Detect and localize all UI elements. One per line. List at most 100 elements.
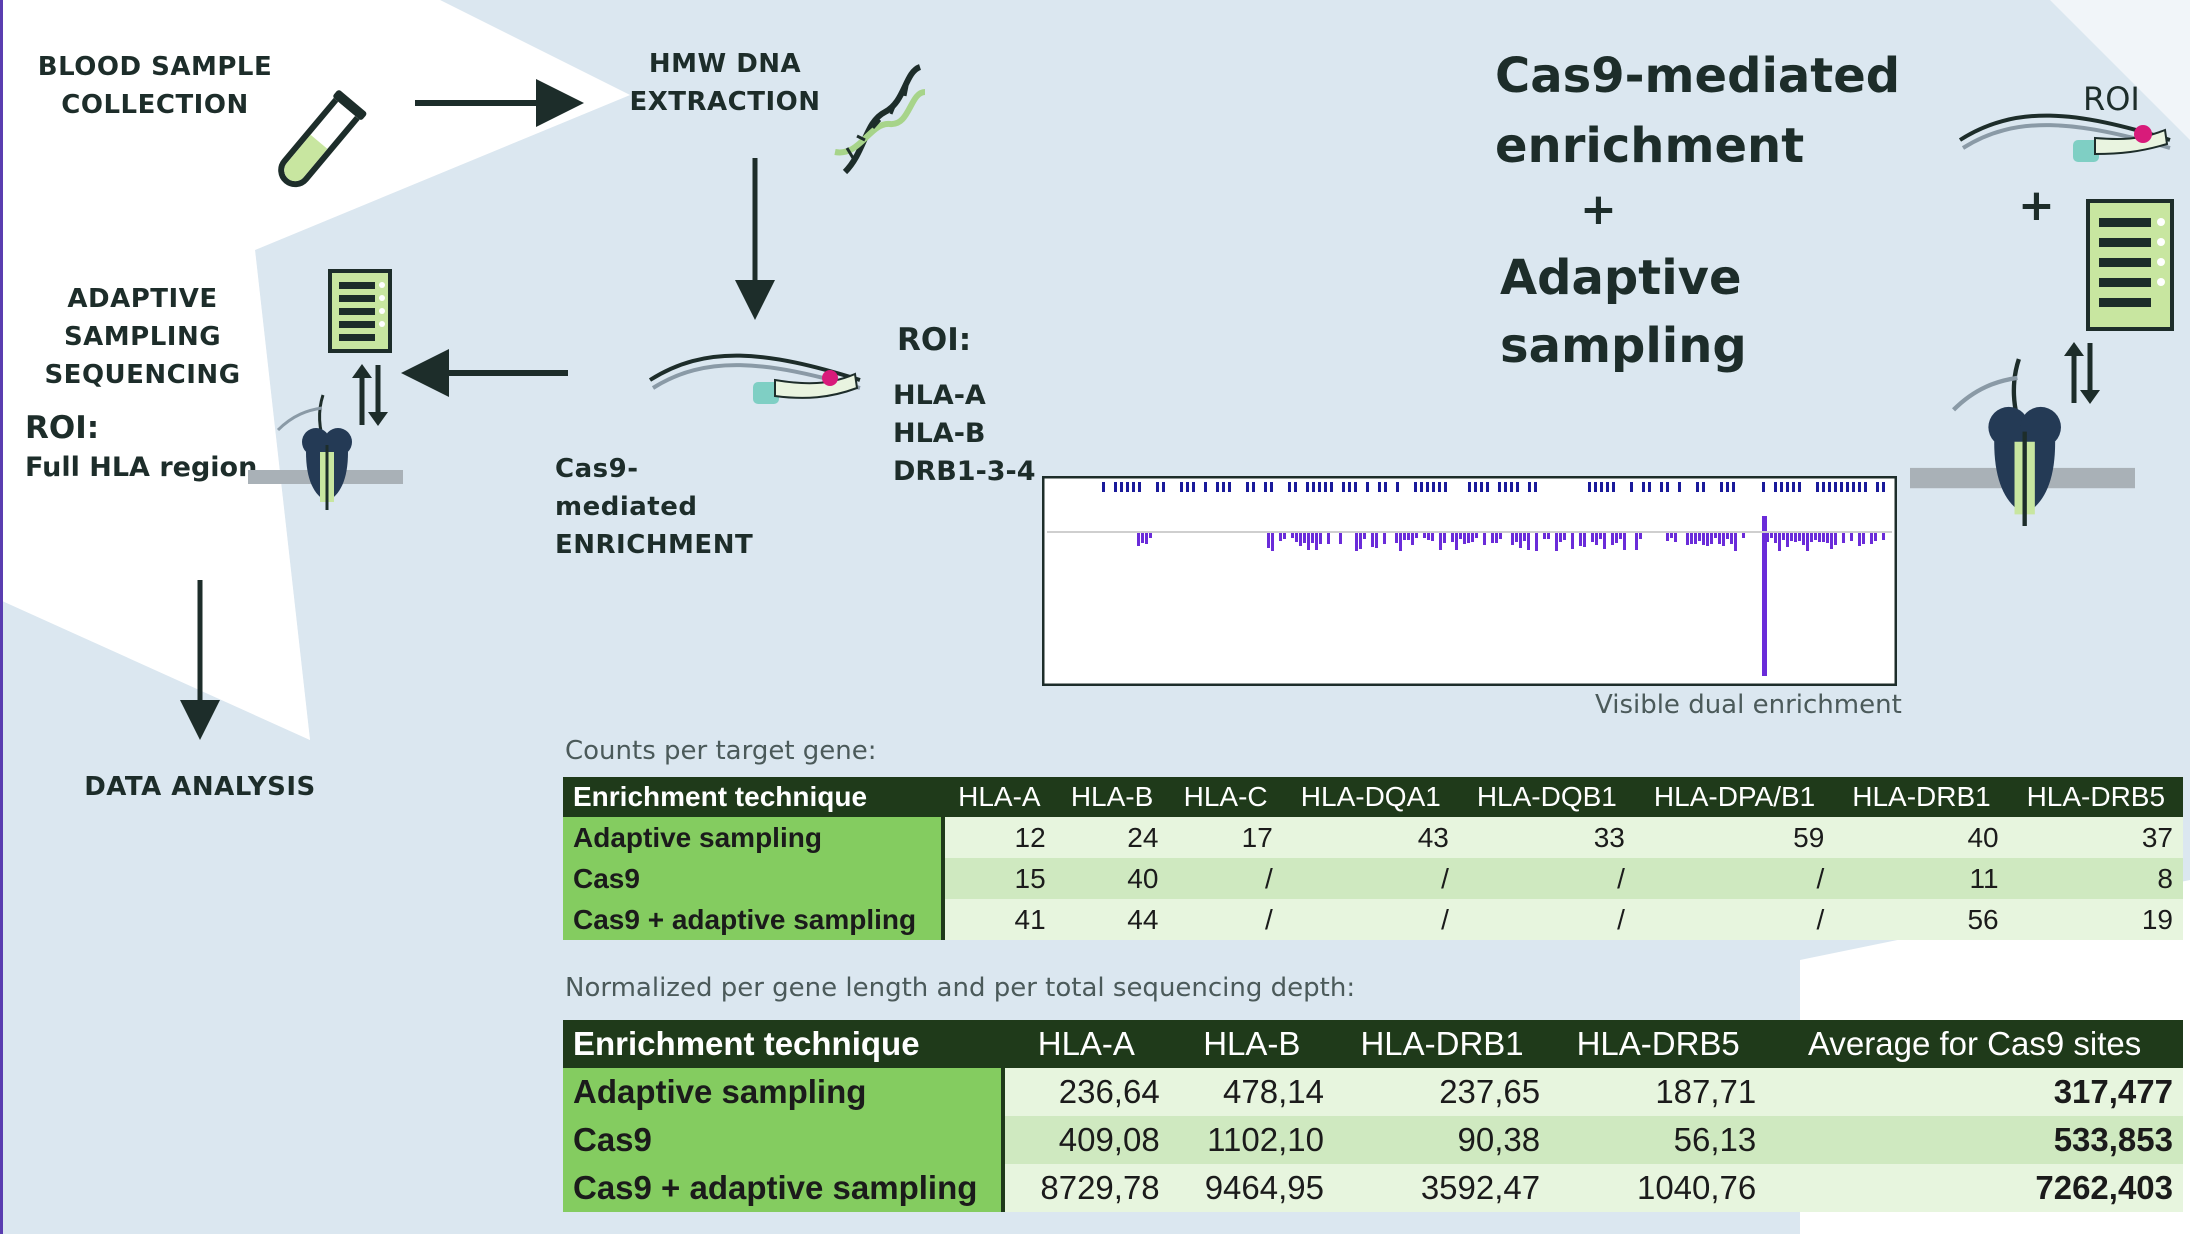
igv-coverage-mark bbox=[1714, 532, 1717, 538]
igv-ruler-tick bbox=[1648, 482, 1651, 492]
igv-coverage-mark bbox=[1523, 532, 1526, 541]
igv-ruler-tick bbox=[1216, 482, 1219, 492]
table-cell: 59 bbox=[1634, 817, 1835, 858]
igv-ruler-tick bbox=[1246, 482, 1249, 492]
igv-coverage-mark bbox=[1718, 532, 1721, 544]
nanopore-icon bbox=[248, 394, 403, 510]
igv-coverage-mark bbox=[1798, 532, 1801, 541]
igv-ruler-tick bbox=[1192, 482, 1195, 492]
table-row: Adaptive sampling 236,64 478,14 237,65 1… bbox=[563, 1068, 2183, 1116]
igv-coverage-mark bbox=[1555, 532, 1558, 551]
igv-ruler-tick bbox=[1396, 482, 1399, 492]
table-row: Cas9 + adaptive sampling 41 44 / / / / 5… bbox=[563, 899, 2183, 940]
igv-coverage-mark bbox=[1443, 532, 1446, 543]
igv-coverage-mark bbox=[1515, 532, 1518, 542]
igv-coverage-mark bbox=[1339, 532, 1342, 544]
table1-label: Counts per target gene: bbox=[565, 736, 877, 766]
igv-coverage-mark bbox=[1770, 532, 1773, 538]
table-cell: 8729,78 bbox=[1003, 1164, 1170, 1212]
igv-coverage-mark bbox=[1499, 532, 1502, 539]
combo-plus: + bbox=[1580, 184, 1617, 235]
table-cell: 15 bbox=[943, 858, 1056, 899]
igv-coverage-mark bbox=[1395, 532, 1398, 543]
table-cell: 56,13 bbox=[1550, 1116, 1767, 1164]
igv-coverage-mark bbox=[1591, 532, 1594, 542]
igv-ruler-tick bbox=[1786, 482, 1789, 492]
igv-coverage-mark bbox=[1475, 532, 1478, 538]
igv-ruler-tick bbox=[1588, 482, 1591, 492]
table-cell: 236,64 bbox=[1003, 1068, 1170, 1116]
igv-coverage-mark bbox=[1149, 532, 1152, 538]
igv-ruler-tick bbox=[1102, 482, 1105, 492]
igv-ruler-tick bbox=[1864, 482, 1867, 492]
igv-coverage-mark bbox=[1862, 532, 1865, 544]
igv-ruler-tick bbox=[1528, 482, 1531, 492]
igv-ruler-tick bbox=[1414, 482, 1417, 492]
igv-ruler-tick bbox=[1480, 482, 1483, 492]
header-cell: HLA-C bbox=[1168, 777, 1283, 817]
igv-ruler-tick bbox=[1378, 482, 1381, 492]
header-cell: HLA-DRB5 bbox=[2008, 777, 2183, 817]
step-adaptive-sampling: ADAPTIVE SAMPLING SEQUENCING bbox=[44, 284, 241, 390]
igv-ruler-tick bbox=[1678, 482, 1681, 492]
igv-ruler-tick bbox=[1288, 482, 1291, 492]
table-cell: 17 bbox=[1168, 817, 1283, 858]
igv-coverage-mark bbox=[1137, 532, 1140, 546]
roi-gene: HLA-B bbox=[893, 418, 986, 449]
igv-coverage-image bbox=[1042, 476, 1897, 686]
igv-coverage-mark bbox=[1734, 532, 1737, 551]
igv-coverage-mark bbox=[1371, 532, 1374, 547]
igv-coverage-mark bbox=[1571, 532, 1574, 549]
igv-coverage-mark bbox=[1375, 532, 1378, 548]
table-row: Cas9 409,08 1102,10 90,38 56,13 533,853 bbox=[563, 1116, 2183, 1164]
roi-left-title: ROI: bbox=[25, 410, 100, 446]
igv-coverage-mark bbox=[1511, 532, 1514, 545]
table-cell: 187,71 bbox=[1550, 1068, 1767, 1116]
table-cell: 44 bbox=[1055, 899, 1169, 940]
igv-coverage-mark bbox=[1427, 532, 1430, 540]
igv-coverage-mark bbox=[1583, 532, 1586, 547]
igv-coverage-mark bbox=[1603, 532, 1606, 549]
igv-ruler-tick bbox=[1504, 482, 1507, 492]
igv-ruler-tick bbox=[1156, 482, 1159, 492]
step-data-analysis: DATA ANALYSIS bbox=[84, 772, 316, 802]
igv-ruler-tick bbox=[1852, 482, 1855, 492]
test-tube-icon bbox=[278, 90, 367, 188]
igv-ruler-tick bbox=[1474, 482, 1477, 492]
table-cell: 12 bbox=[943, 817, 1056, 858]
igv-ruler-tick bbox=[1162, 482, 1165, 492]
igv-ruler-tick bbox=[1420, 482, 1423, 492]
header-cell: HLA-DRB5 bbox=[1550, 1020, 1767, 1068]
igv-coverage-mark bbox=[1686, 532, 1689, 545]
igv-coverage-mark bbox=[1519, 532, 1522, 548]
table-cell: 40 bbox=[1834, 817, 2009, 858]
igv-coverage-mark bbox=[1818, 532, 1821, 542]
igv-coverage-mark bbox=[1639, 532, 1642, 539]
igv-ruler-tick bbox=[1270, 482, 1273, 492]
table-cell: 409,08 bbox=[1003, 1116, 1170, 1164]
igv-ruler-tick bbox=[1426, 482, 1429, 492]
header-cell: HLA-DPA/B1 bbox=[1634, 777, 1835, 817]
header-cell: HLA-A bbox=[1003, 1020, 1170, 1068]
igv-ruler-tick bbox=[1222, 482, 1225, 492]
igv-coverage-mark bbox=[1491, 532, 1494, 543]
igv-coverage-mark bbox=[1319, 532, 1322, 544]
roi-gene: DRB1-3-4 bbox=[893, 456, 1036, 487]
combo-line-1: Cas9-mediated bbox=[1495, 48, 1901, 104]
igv-coverage-mark bbox=[1706, 532, 1709, 546]
igv-coverage-mark bbox=[1315, 532, 1318, 550]
igv-coverage-mark bbox=[1399, 532, 1402, 551]
table-row: Cas9 15 40 / / / / 11 8 bbox=[563, 858, 2183, 899]
table-cell: / bbox=[1282, 858, 1459, 899]
igv-coverage-mark bbox=[1814, 532, 1817, 540]
igv-ruler-tick bbox=[1252, 482, 1255, 492]
header-cell: Enrichment technique bbox=[563, 777, 943, 817]
igv-coverage-mark bbox=[1463, 532, 1466, 544]
igv-ruler-tick bbox=[1666, 482, 1669, 492]
swap-arrows-icon bbox=[352, 364, 388, 426]
igv-ruler-tick bbox=[1702, 482, 1705, 492]
igv-coverage-mark bbox=[1283, 532, 1286, 539]
igv-coverage-mark bbox=[1802, 532, 1805, 545]
igv-ruler-tick bbox=[1822, 482, 1825, 492]
igv-ruler-tick bbox=[1228, 482, 1231, 492]
